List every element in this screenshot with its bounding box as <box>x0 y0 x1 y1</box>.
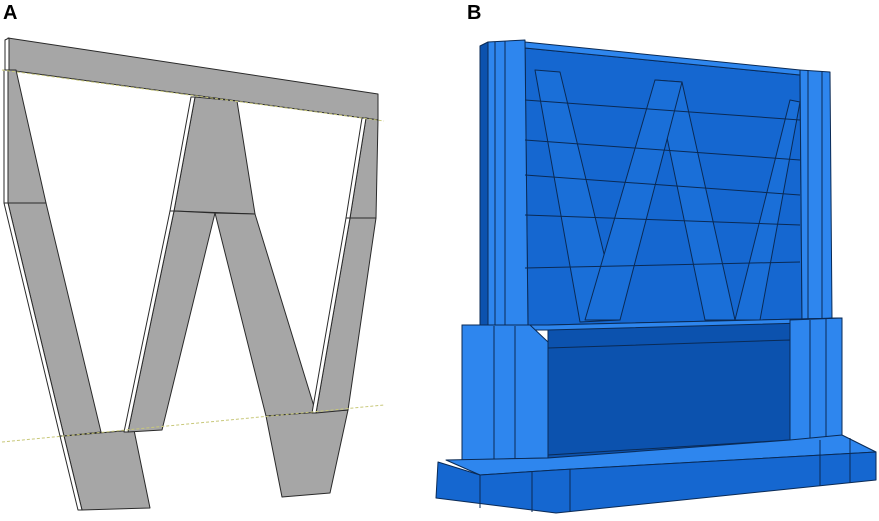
base-left-side <box>461 324 549 461</box>
upper-guide-line <box>1 69 385 122</box>
right-foot <box>265 409 349 498</box>
panel-b-model <box>435 39 877 514</box>
base-recess <box>547 339 791 456</box>
inner-left-leg-edge <box>123 210 175 433</box>
plinth-front <box>435 451 877 514</box>
right-pillar-front <box>799 69 833 323</box>
right-leg <box>315 217 377 414</box>
left-pillar-side <box>479 41 489 329</box>
left-column-upper <box>7 69 47 204</box>
panel-label-b: B <box>467 2 482 24</box>
lower-guide-line <box>1 404 385 443</box>
inner-left-leg <box>127 210 216 433</box>
panel-a-guides <box>1 69 385 443</box>
wall-seams <box>524 99 801 269</box>
base-right-side <box>789 317 843 446</box>
left-column-edge <box>3 69 9 204</box>
inner-right-leg <box>214 212 317 417</box>
center-apex <box>173 96 256 215</box>
panel-a-mesh <box>3 37 379 511</box>
left-pillar-front <box>487 39 529 329</box>
panel-label-a: A <box>3 2 18 24</box>
wall-w-pattern <box>534 69 801 323</box>
right-leg-edge <box>311 217 351 414</box>
